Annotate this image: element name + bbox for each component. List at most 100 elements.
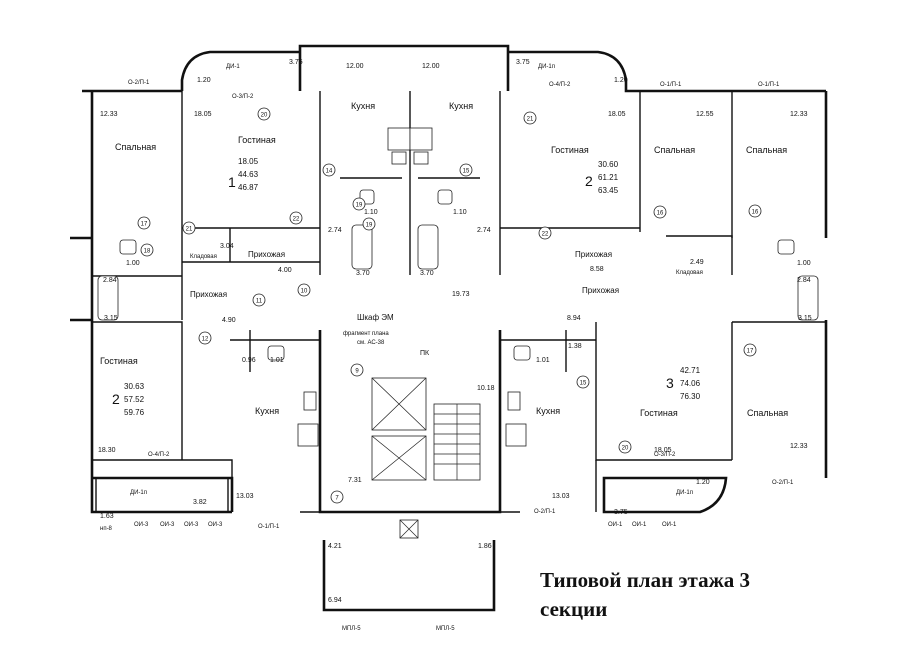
area-label: 0.96: [242, 357, 256, 364]
area-label: 18.05: [194, 111, 212, 118]
callout-number: 21: [527, 116, 534, 122]
window-label: О-4/П-2: [549, 82, 571, 88]
apartment-summary: 1 18.05 44.63 46.87: [228, 157, 259, 192]
area-label: 3.15: [798, 315, 812, 322]
area-label: 3.15: [104, 315, 118, 322]
area-label: 4.00: [278, 267, 292, 274]
area-label: 2.84: [103, 277, 117, 284]
area-value: 63.45: [598, 186, 619, 195]
note-fragment: фрагмент плана: [343, 331, 389, 337]
area-label: 1.63: [100, 513, 114, 520]
room-label-kitchen: Кухня: [255, 406, 279, 416]
callout-number: 19: [366, 222, 373, 228]
callout-number: 16: [657, 210, 664, 216]
room-label-storage: Кладовая: [190, 254, 217, 260]
callout-number: 22: [542, 231, 549, 237]
area-value: 46.87: [238, 183, 259, 192]
area-label: 12.55: [696, 111, 714, 118]
area-label: 1.20: [696, 479, 710, 486]
callout-circle: [137, 216, 151, 230]
area-label: 12.00: [346, 63, 364, 70]
area-label: 1.86: [478, 543, 492, 550]
callout-number: 21: [186, 226, 193, 232]
apartment-number: 3: [666, 375, 674, 391]
callout-number: 19: [356, 202, 363, 208]
area-label: 1.01: [270, 357, 284, 364]
callout-circle: [748, 204, 762, 218]
area-value: 57.52: [124, 395, 145, 404]
room-label-kitchen: Кухня: [449, 101, 473, 111]
callout-circle: [576, 375, 590, 389]
plan-caption: Типовой план этажа 3 секции: [540, 566, 840, 624]
window-label: ОИ-1: [608, 522, 623, 528]
area-label: 8.94: [567, 315, 581, 322]
fixtures: [97, 127, 819, 447]
area-label: 7.31: [348, 477, 362, 484]
area-label: 4.90: [222, 317, 236, 324]
area-label: 1.10: [364, 209, 378, 216]
callout-circle: [618, 440, 632, 454]
room-label-bedroom: Спальная: [115, 142, 156, 152]
area-label: 6.94: [328, 597, 342, 604]
window-label: ДИ-1п: [676, 490, 693, 496]
window-label: ОИ-3: [160, 522, 175, 528]
area-label: 3.70: [420, 270, 434, 277]
area-label: 1.01: [536, 357, 550, 364]
callout-circle: [182, 221, 196, 235]
apartment-number: 2: [585, 173, 593, 189]
window-label: МПЛ-5: [342, 626, 361, 632]
window-label: О-2/П-1: [534, 509, 556, 515]
area-value: 74.06: [680, 379, 701, 388]
callout-circle: [362, 217, 376, 231]
room-label-living: Гостиная: [640, 408, 678, 418]
window-label: О-4/П-2: [148, 452, 170, 458]
area-value: 30.60: [598, 160, 619, 169]
callout-number: 20: [622, 445, 629, 451]
apartment-summary: 2 30.60 61.21 63.45: [585, 160, 619, 195]
window-label: ОИ-1: [632, 522, 647, 528]
room-label-hall: Прихожая: [575, 250, 612, 259]
window-label: О-1/П-1: [660, 82, 682, 88]
note-see: см. АС-38: [357, 340, 385, 346]
area-label: 2.84: [797, 277, 811, 284]
area-value: 30.63: [124, 382, 145, 391]
window-label: ДИ-1п: [130, 490, 147, 496]
area-label: 2.49: [690, 259, 704, 266]
area-label: 4.21: [328, 543, 342, 550]
room-label-storage: Кладовая: [676, 270, 703, 276]
room-label-hall: Прихожая: [248, 250, 285, 259]
area-label: 18.05: [654, 447, 672, 454]
callout-number: 12: [202, 336, 209, 342]
callout-number: 15: [580, 380, 587, 386]
area-label: 19.73: [452, 291, 470, 298]
callout-number: 9: [355, 368, 359, 374]
callout-circle: [459, 163, 473, 177]
room-label-hall: Прихожая: [190, 290, 227, 299]
window-label: О-2/П-1: [772, 480, 794, 486]
room-label-kitchen: Кухня: [536, 406, 560, 416]
callout-number: 16: [752, 209, 759, 215]
room-label-bedroom: Спальная: [746, 145, 787, 155]
callout-number: 17: [141, 221, 148, 227]
window-label: ДИ-1п: [538, 64, 555, 70]
callout-number: 18: [144, 248, 151, 254]
area-label: 3.75: [614, 509, 628, 516]
label-pk: ПК: [420, 350, 430, 357]
callout-circle: [297, 283, 311, 297]
area-label: 18.30: [98, 447, 116, 454]
room-label-bedroom: Спальная: [747, 408, 788, 418]
area-label: 1.10: [453, 209, 467, 216]
room-label-kitchen: Кухня: [351, 101, 375, 111]
window-label: О-2/П-1: [128, 80, 150, 86]
area-label: 12.33: [100, 111, 118, 118]
area-label: 12.33: [790, 443, 808, 450]
area-label: 13.03: [552, 493, 570, 500]
room-label-living: Гостиная: [100, 356, 138, 366]
callout-circle: [140, 243, 154, 257]
area-label: 10.18: [477, 385, 495, 392]
callout-circle: [322, 163, 336, 177]
callout-number: 14: [326, 168, 333, 174]
callout-circle: [252, 293, 266, 307]
window-label: О-3/П-2: [654, 452, 676, 458]
area-value: 42.71: [680, 366, 701, 375]
